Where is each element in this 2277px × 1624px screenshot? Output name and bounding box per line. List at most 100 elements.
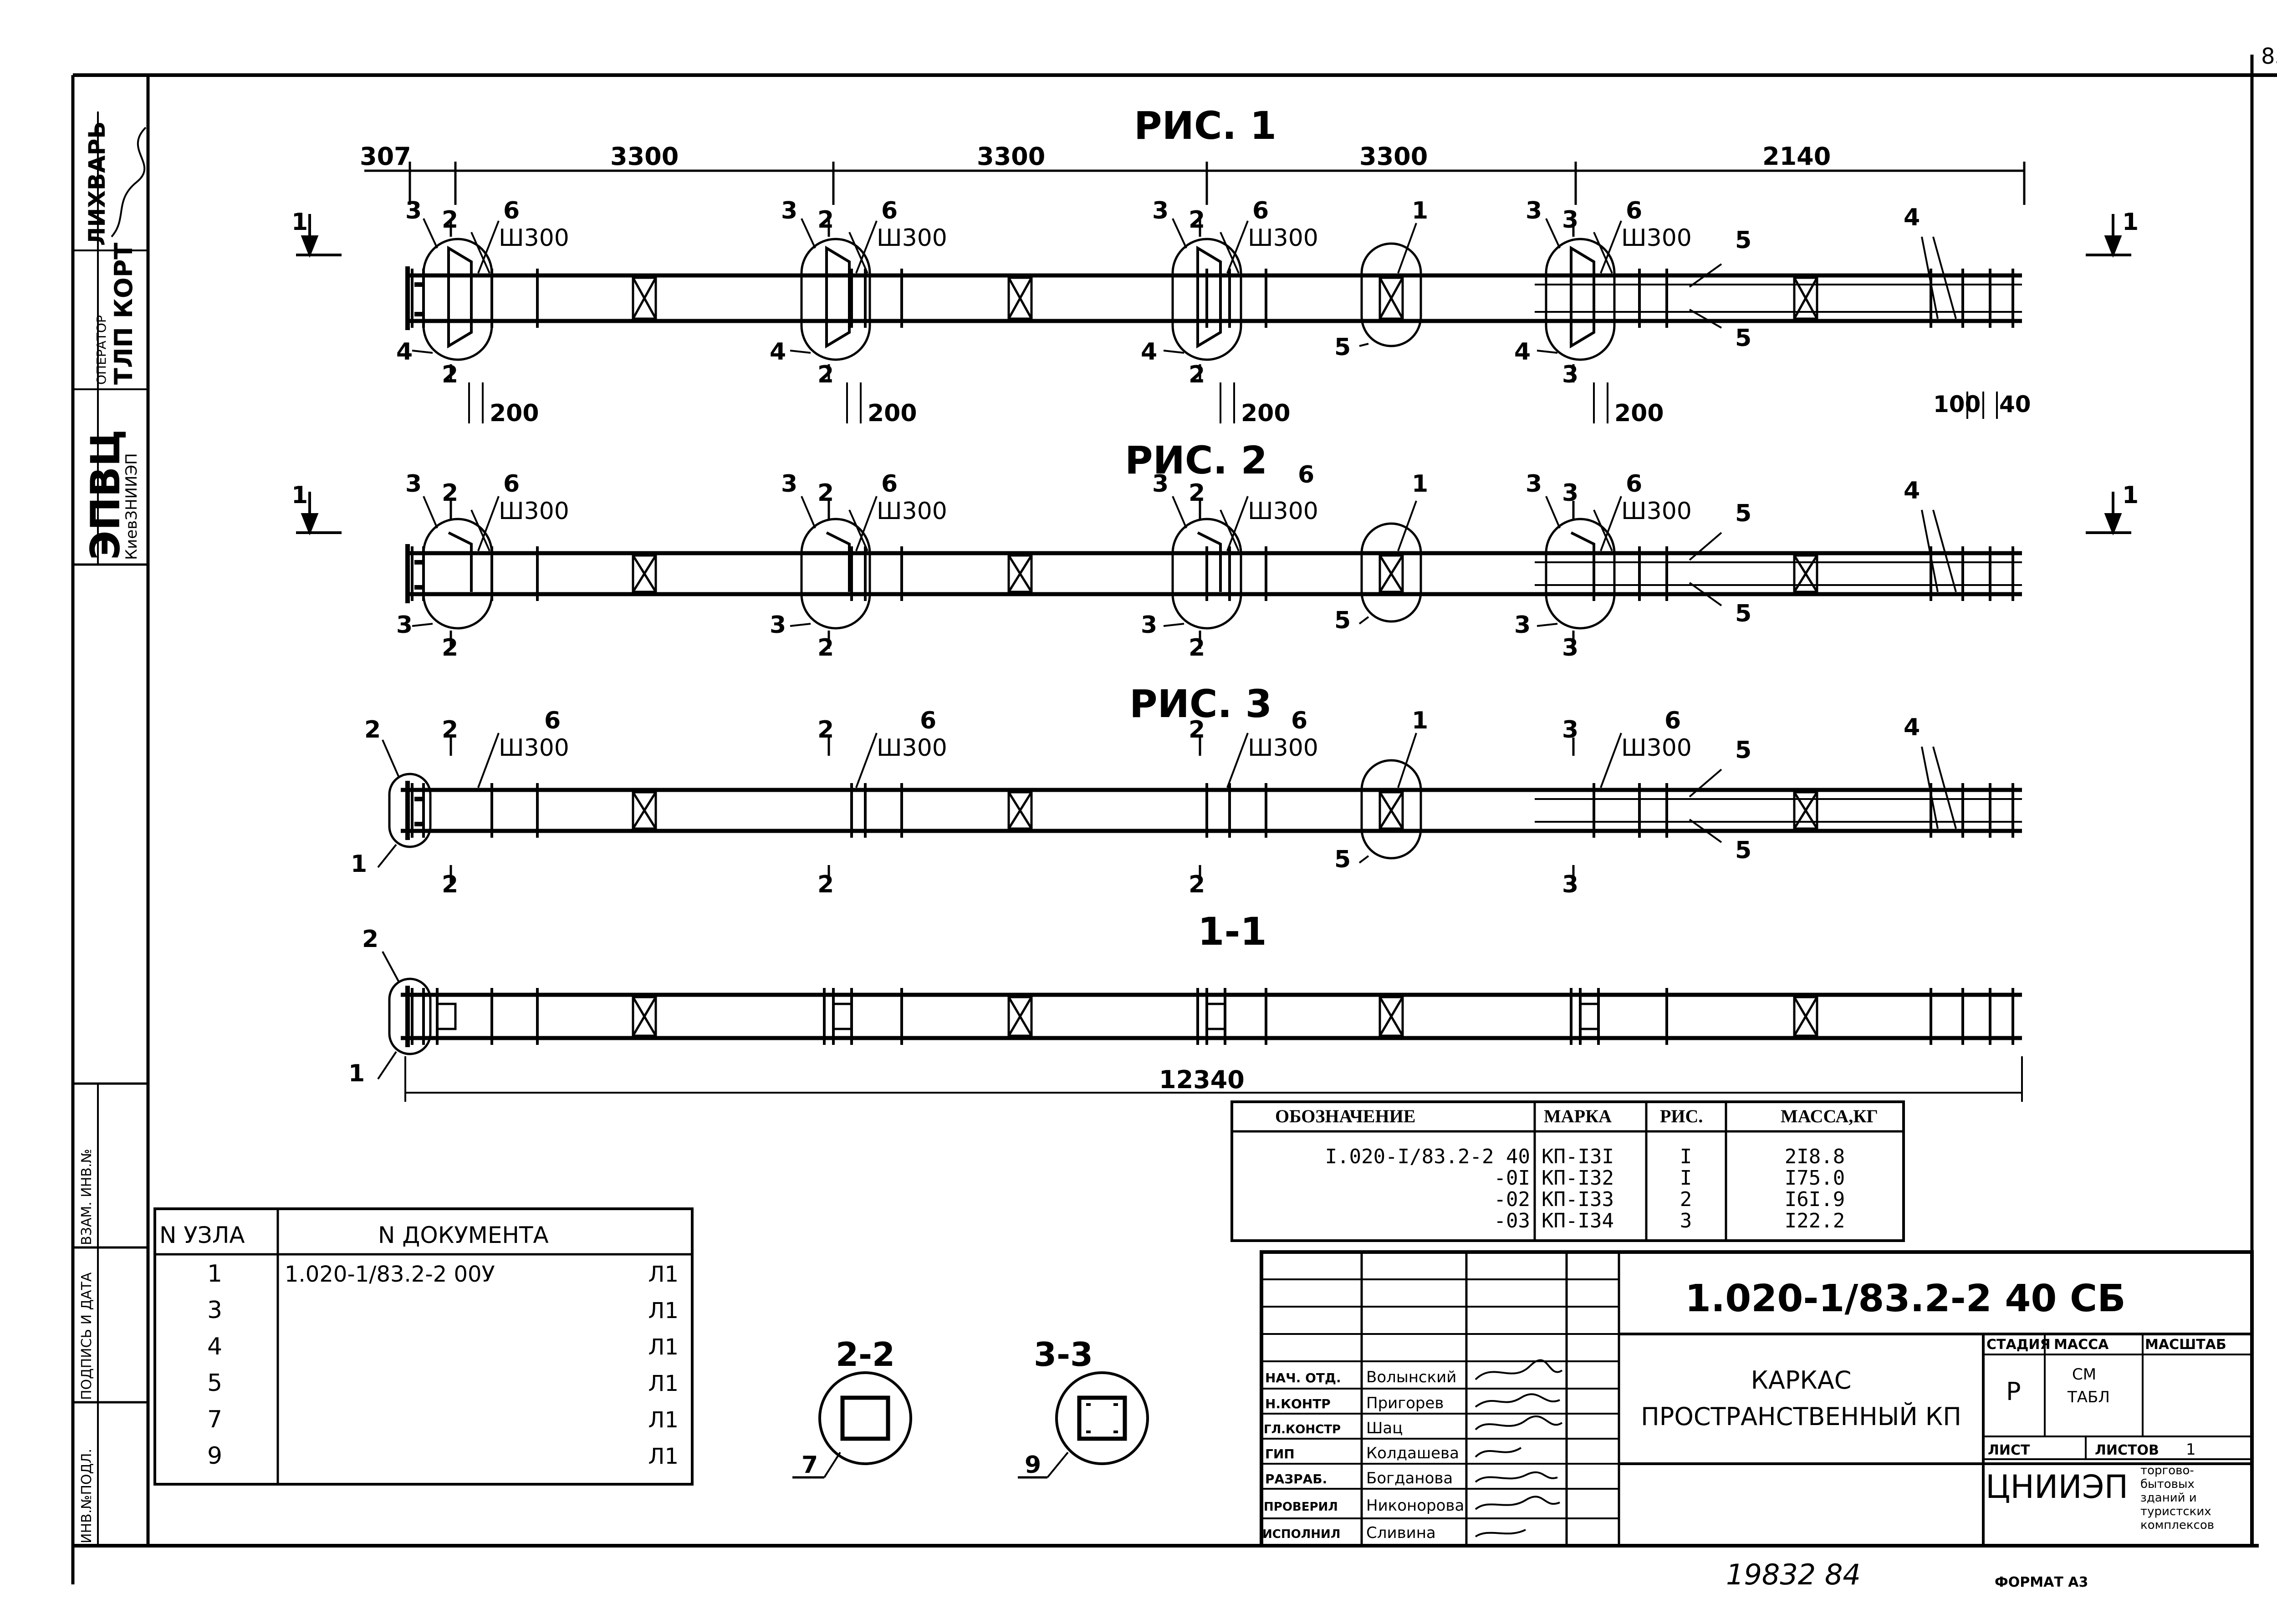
spec-header-designation: ОБОЗНАЧЕНИЕ — [1275, 1106, 1415, 1126]
title-block-sheets-label: ЛИСТОВ — [2095, 1442, 2159, 1458]
title-block-mass-label: МАССА — [2054, 1337, 2109, 1353]
fig1-pos6-c: 6 — [1252, 197, 1269, 224]
fig1-spacing-b: Ш300 — [877, 224, 947, 252]
side-stamp-org: ЭПВЦ — [82, 429, 129, 560]
fig2-pos3-b-bottom: 3 — [770, 611, 786, 639]
fig3-pos5-bottom: 5 — [1735, 837, 1751, 864]
node-header-number: N УЗЛА — [159, 1222, 245, 1248]
dim-3300-c: 3300 — [1359, 142, 1428, 171]
fig2-pos1: 1 — [1412, 470, 1428, 498]
fig3-labels: 2 1 2 6 Ш300 2 2 6 Ш300 2 2 6 Ш300 2 1 5… — [351, 707, 1920, 898]
node-table-text: N УЗЛА N ДОКУМЕНТА 1 1.020-1/83.2-2 00У … — [159, 1222, 679, 1470]
total-length-dim: 12340 — [1159, 1065, 1245, 1094]
fig1-pos3-b: 3 — [781, 197, 797, 224]
fig2-cut1-left: 1 — [291, 482, 308, 509]
fig3-spacing-d: Ш300 — [1621, 734, 1692, 762]
title-block-org-desc-4: туристских — [2140, 1505, 2211, 1518]
dim-3300-a: 3300 — [610, 142, 679, 171]
section-2-2-title: 2-2 — [836, 1335, 895, 1374]
fig2-spacing-b: Ш300 — [877, 498, 947, 525]
fig1-cut2-a: 2 — [442, 206, 458, 234]
spec-row1-designation: I.020-I/83.2-2 40 — [1325, 1145, 1530, 1168]
fig1-cut1-left: 1 — [291, 209, 308, 236]
title-block-sheet-label: ЛИСТ — [1988, 1442, 2030, 1458]
node-row2-number: 3 — [207, 1297, 222, 1324]
role-4-name: Колдашева — [1366, 1444, 1459, 1462]
fig1-pos4-a: 4 — [396, 338, 413, 366]
title-block-org: ЦНИИЭП — [1986, 1468, 2128, 1506]
fig2-cut2-b: 2 — [817, 479, 834, 507]
side-field-signature: ПОДПИСЬ И ДАТА — [79, 1272, 95, 1400]
title-block-stage-value: Р — [2006, 1377, 2021, 1406]
role-2-label: Н.КОНТР — [1265, 1396, 1331, 1411]
role-3-label: ГЛ.КОНСТР — [1264, 1423, 1341, 1436]
fig2-pos3-a-bottom: 3 — [396, 611, 413, 639]
fig1-pos4-c: 4 — [1141, 338, 1157, 366]
fig2-pos6-a: 6 — [503, 470, 520, 498]
title-block-mass-value-2: ТАБЛ — [2067, 1388, 2110, 1406]
title-block-stage-label: СТАДИЯ — [1986, 1337, 2051, 1353]
fig3-cut2-c-bottom: 2 — [1189, 871, 1205, 898]
fig1-pos3-a: 3 — [405, 197, 422, 224]
spec-row3-mass: I6I.9 — [1785, 1188, 1845, 1211]
fig1-cut2-a-bottom: 2 — [442, 361, 458, 388]
fig2-cut2-c-bottom: 2 — [1189, 634, 1205, 662]
role-6-name: Никонорова — [1366, 1497, 1464, 1515]
spec-row1-figure: I — [1680, 1145, 1692, 1168]
side-stamp-signature — [111, 127, 147, 238]
fig1-pos6-b: 6 — [881, 197, 898, 224]
fig1-pos1: 1 — [1412, 197, 1428, 224]
fig1-spacing-d: Ш300 — [1621, 224, 1692, 252]
spec-row1-mass: 2I8.8 — [1785, 1145, 1845, 1168]
role-6-label: ПРОВЕРИЛ — [1264, 1500, 1338, 1514]
spec-row4-mark: КП-I34 — [1542, 1209, 1614, 1232]
fig1-pos6-a: 6 — [503, 197, 520, 224]
footer-handwritten-number: 19832 84 — [1726, 1558, 1861, 1591]
section-1-1-labels: 2 1 12340 — [348, 926, 1245, 1094]
section-1-1-frame — [377, 951, 2023, 1102]
role-4-label: ГИП — [1265, 1446, 1295, 1461]
node-row4-number: 5 — [207, 1369, 222, 1397]
section-1-1-title: 1-1 — [1198, 909, 1267, 954]
fig1-pos5-bottom: 5 — [1735, 325, 1751, 352]
node-table — [153, 1207, 694, 1486]
title-block-scale-label: МАСШТАБ — [2145, 1337, 2226, 1353]
fig3-cut2-a: 2 — [442, 716, 458, 743]
fig1-dim200-c: 200 — [1241, 400, 1291, 427]
spec-row2-mark: КП-I32 — [1542, 1166, 1614, 1190]
section-3-3 — [1018, 1371, 1149, 1479]
fig1-title: РИС. 1 — [1134, 103, 1276, 148]
title-block-org-desc-5: комплексов — [2140, 1518, 2214, 1532]
node-row1-doc: 1.020-1/83.2-2 00У — [285, 1262, 495, 1287]
spec-row3-designation: -02 — [1494, 1188, 1530, 1211]
fig2-pos3-d: 3 — [1526, 470, 1542, 498]
fig1-cut2-b-bottom: 2 — [817, 361, 834, 388]
fig2-title: РИС. 2 — [1125, 438, 1267, 483]
fig1-pos5-top: 5 — [1735, 227, 1751, 254]
spec-table — [1230, 1100, 1905, 1242]
spec-row2-mass: I75.0 — [1785, 1166, 1845, 1190]
title-block-org-desc-3: зданий и — [2140, 1491, 2197, 1505]
fig2-frame — [405, 496, 2022, 649]
section-pos1: 1 — [348, 1060, 365, 1087]
node-row3-number: 4 — [207, 1333, 222, 1360]
fig3-pos1-left: 1 — [351, 850, 367, 878]
fig1-frame — [405, 218, 2022, 423]
fig2-cut2-a-bottom: 2 — [442, 634, 458, 662]
spec-row4-mass: I22.2 — [1785, 1209, 1845, 1232]
fig1-pos3-c: 3 — [1152, 197, 1169, 224]
fig3-spacing-a: Ш300 — [499, 734, 569, 762]
fig2-pos3-d-bottom: 3 — [1514, 611, 1531, 639]
fig1-cut2-b: 2 — [817, 206, 834, 234]
fig2-pos6-c: 6 — [1298, 461, 1314, 489]
title-block-title-line1: КАРКАС — [1751, 1366, 1852, 1395]
side-stamp: ЭПВЦ КиевЗНИИЭП ОПЕРАТОР ТЛП КОРТ ЛИХВАР… — [79, 122, 147, 1543]
side-field-replace: ВЗАМ. ИНВ.№ — [79, 1149, 95, 1245]
cut-1-markers-fig1 — [296, 214, 2131, 258]
spec-row1-mark: КП-I3I — [1542, 1145, 1614, 1168]
title-block-signatures — [1475, 1359, 1563, 1537]
fig1-cut2-c: 2 — [1189, 206, 1205, 234]
side-field-inventory: ИНВ.№ПОДЛ. — [79, 1449, 95, 1543]
side-stamp-name: ЛИХВАРЬ — [84, 122, 110, 246]
fig1-pos5-a: 5 — [1334, 334, 1351, 361]
